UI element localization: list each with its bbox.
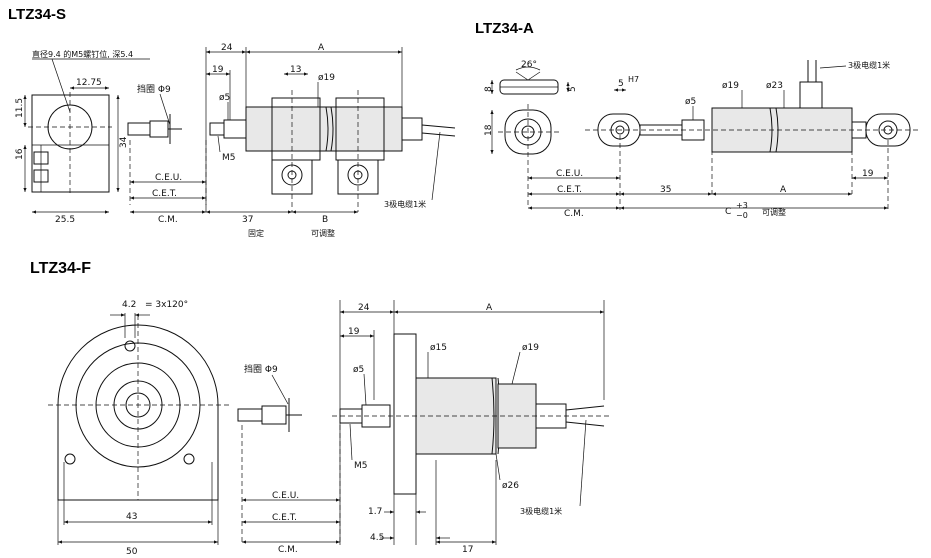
- s-dim-11-5: 11.5: [15, 98, 25, 118]
- f-dim-24: 24: [358, 303, 370, 313]
- f-cm: C.M.: [278, 545, 298, 555]
- a-dia-23: ø23: [766, 81, 783, 91]
- a-dia-5: ø5: [685, 97, 696, 107]
- f-ceu: C.E.U.: [272, 491, 299, 501]
- f-dia-26: ø26: [502, 481, 519, 491]
- a-dim-19: 19: [862, 169, 874, 179]
- f-cet: C.E.T.: [272, 513, 297, 523]
- a-dim-35: 35: [660, 185, 671, 195]
- a-angle-26: 26°: [521, 60, 537, 70]
- a-tol-minus: −0: [736, 211, 748, 220]
- s-dim-16: 16: [15, 148, 25, 160]
- s-dim-25-5: 25.5: [55, 215, 75, 225]
- s-dim-34: 34: [119, 136, 129, 148]
- f-dim-4-2: 4.2: [122, 300, 136, 310]
- s-sensor-body: [209, 97, 456, 195]
- f-dim-1-7: 1.7: [368, 507, 382, 517]
- f-dim-19: 19: [348, 327, 360, 337]
- f-dim-17: 17: [462, 545, 473, 555]
- a-dim-8: 8: [484, 86, 494, 92]
- s-dim-37: 37: [242, 215, 253, 225]
- f-dia-19: ø19: [522, 343, 539, 353]
- s-probe-tip: [127, 114, 182, 144]
- f-dia-5: ø5: [353, 365, 364, 375]
- s-dim-19: 19: [212, 65, 224, 75]
- f-dim-43: 43: [126, 512, 137, 522]
- s-dia-19: ø19: [318, 73, 335, 83]
- f-dim-a: A: [486, 303, 493, 313]
- a-cable-label: 3极电缆1米: [848, 60, 890, 70]
- a-dim-a: A: [780, 185, 787, 195]
- f-dia-15: ø15: [430, 343, 447, 353]
- a-tol-plus: +3: [736, 201, 748, 210]
- s-adjust-label: 可调整: [311, 228, 335, 238]
- f-ring-label: 挡圈 Φ9: [244, 363, 278, 375]
- a-tol-h7: H7: [628, 75, 639, 84]
- a-dim-18: 18: [484, 124, 494, 136]
- f-cable-label: 3极电缆1米: [520, 506, 562, 516]
- a-dim-5: 5: [568, 86, 578, 92]
- f-holes-3x120: = 3x120°: [145, 300, 188, 310]
- a-dim-5-h7: 5: [618, 79, 624, 89]
- s-ring-label: 挡圈 Φ9: [137, 83, 171, 95]
- a-sensor-body: [597, 60, 911, 153]
- a-cm: C.M.: [564, 209, 584, 219]
- s-cm: C.M.: [158, 215, 178, 225]
- s-fixed-label: 固定: [248, 228, 264, 238]
- a-adjust-label: 可调整: [762, 207, 786, 217]
- a-dim-c: C: [725, 207, 731, 217]
- s-dim-13: 13: [290, 65, 301, 75]
- s-cable-label: 3极电缆1米: [384, 199, 426, 209]
- s-ceu: C.E.U.: [155, 173, 182, 183]
- s-dim-a: A: [318, 43, 325, 53]
- a-dia-19: ø19: [722, 81, 739, 91]
- s-dia-5: ø5: [219, 93, 230, 103]
- title-ltz34-a: LTZ34-A: [475, 20, 534, 37]
- f-probe-tip: [237, 398, 302, 432]
- f-dim-4-5: 4.5: [370, 533, 384, 543]
- title-ltz34-s: LTZ34-S: [8, 6, 66, 23]
- s-cet: C.E.T.: [152, 189, 177, 199]
- a-ceu: C.E.U.: [556, 169, 583, 179]
- f-dim-50: 50: [126, 547, 138, 557]
- title-ltz34-f: LTZ34-F: [30, 260, 91, 277]
- f-thread-m5: M5: [354, 461, 368, 471]
- s-dim-b: B: [322, 215, 328, 225]
- f-sensor-body: [339, 333, 605, 495]
- s-mount-note: 直径9.4 的M5螺钉位, 深5.4: [32, 49, 133, 59]
- s-dim-24: 24: [221, 43, 233, 53]
- s-dim-12-75: 12.75: [76, 78, 102, 88]
- s-end-view: [28, 92, 112, 196]
- s-thread-m5: M5: [222, 153, 236, 163]
- a-cet: C.E.T.: [557, 185, 582, 195]
- a-rod-eye-side: [499, 66, 559, 95]
